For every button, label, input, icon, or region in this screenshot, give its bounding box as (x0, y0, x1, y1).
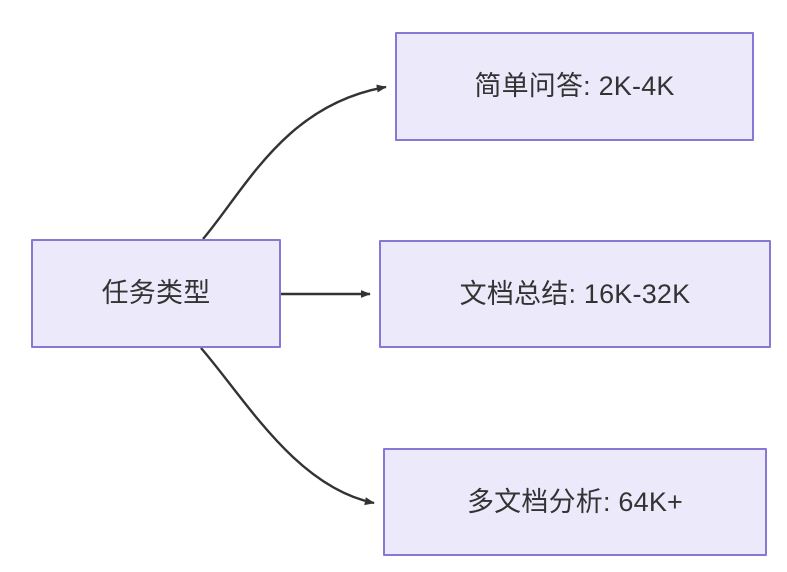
node-simple-qa-label: 简单问答: 2K-4K (474, 71, 675, 102)
edge-source-to-multi-doc (200, 347, 375, 506)
node-multi-doc[interactable]: 多文档分析: 64K+ (383, 448, 767, 556)
edge-source-to-simple-qa (202, 84, 387, 240)
node-task-type-label: 任务类型 (101, 278, 211, 309)
node-doc-summary-label: 文档总结: 16K-32K (459, 278, 691, 309)
node-task-type[interactable]: 任务类型 (31, 239, 281, 348)
node-doc-summary[interactable]: 文档总结: 16K-32K (379, 240, 771, 348)
node-multi-doc-label: 多文档分析: 64K+ (466, 486, 683, 517)
node-simple-qa[interactable]: 简单问答: 2K-4K (395, 32, 754, 141)
